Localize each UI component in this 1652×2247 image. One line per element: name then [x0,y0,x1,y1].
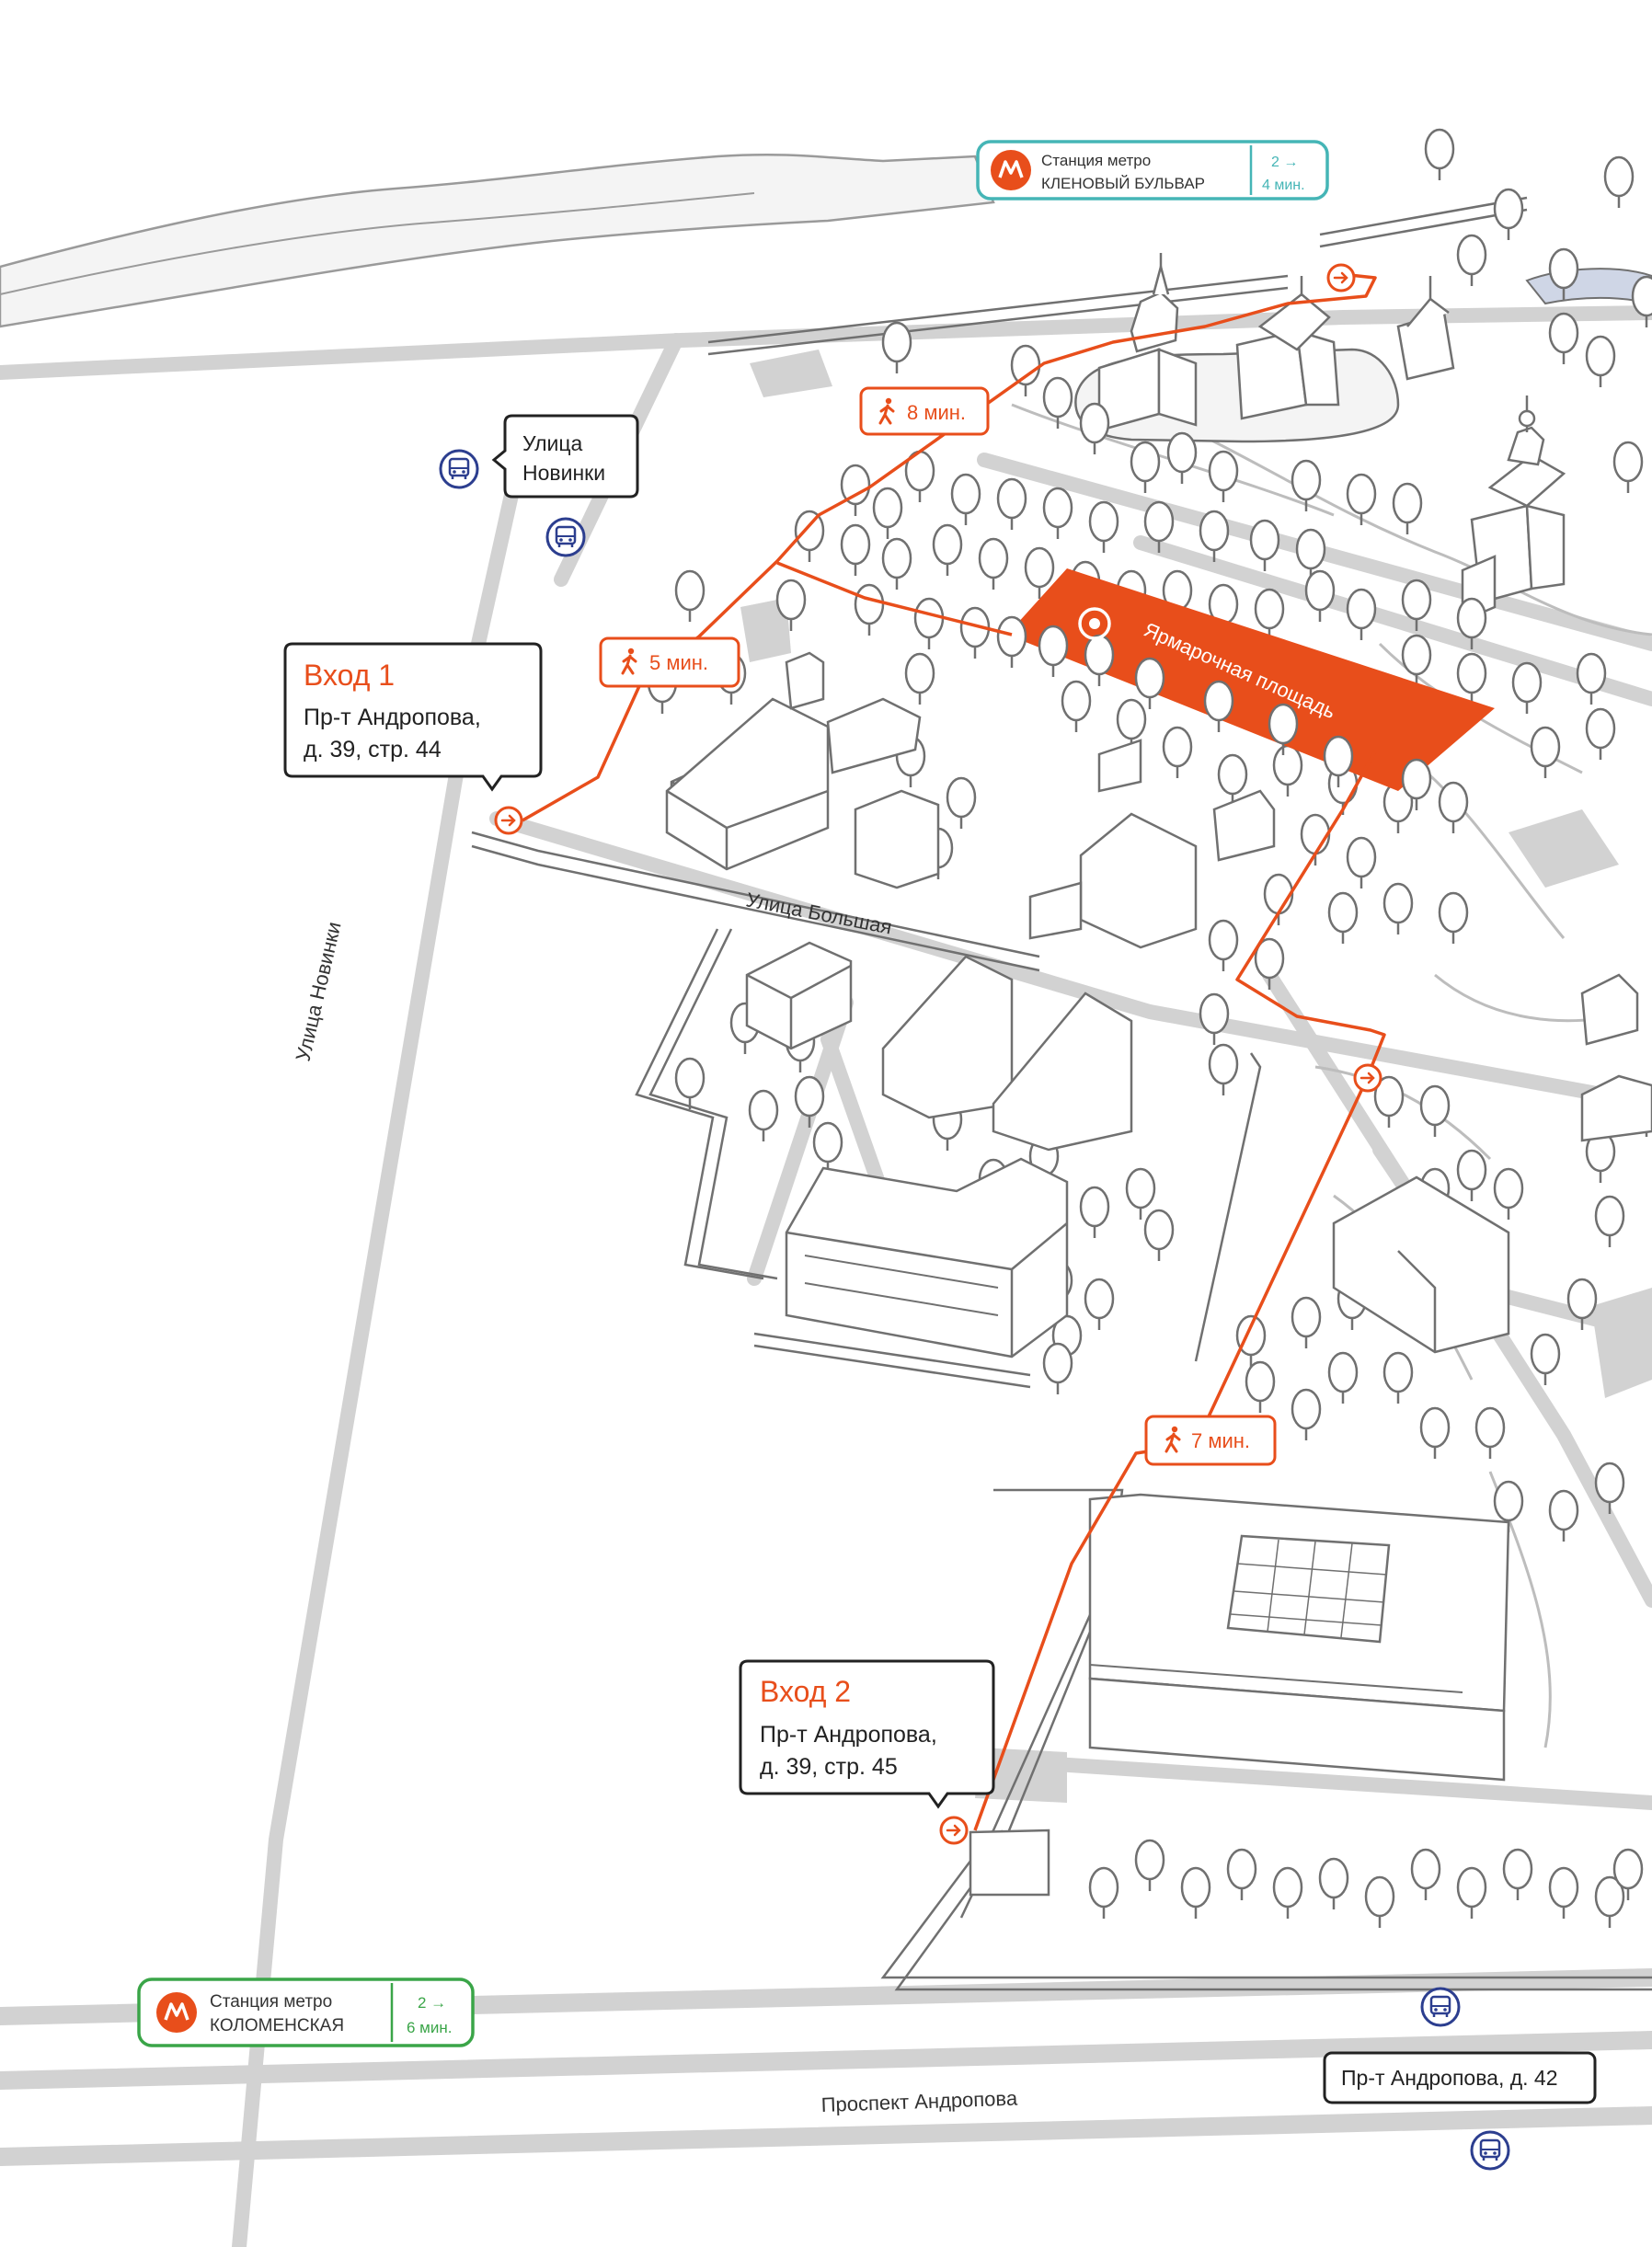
manor-building [785,1157,1069,1359]
bus-icon [1470,2130,1510,2171]
street-label-bolshaya: Улица Большая [744,888,894,938]
metro-klenovy-name: КЛЕНОВЫЙ БУЛЬВАР [1041,175,1205,192]
parking-3 [1509,809,1619,888]
walk-time-7: 7 мин. [1144,1415,1277,1466]
svg-text:7 мин.: 7 мин. [1191,1429,1250,1452]
walk-time-5: 5 мин. [599,636,740,688]
metro-klenovy-time: 4 мин. [1262,178,1305,193]
church-ensemble [1074,253,1455,443]
street-label-andropova: Проспект Андропова [820,2087,1018,2116]
metro-klenovy-label: Станция метро [1041,152,1151,169]
storage-building [745,941,853,1050]
building-house-2 [785,651,940,889]
fences [471,196,1652,1991]
road-andropova-2 [0,2031,1652,2090]
bus-stop-andropova-42[interactable]: Пр-т Андропова, д. 42 [1323,1987,1597,2171]
river-bank [0,192,755,295]
road-embankment [0,305,1652,380]
road-inner [1262,968,1652,1608]
entrance-2-address-2: д. 39, стр. 45 [760,1754,898,1780]
arrow-icon [939,1816,969,1845]
entrance-1-callout[interactable]: Вход 1 Пр-т Андропова, д. 39, стр. 44 [283,642,543,792]
entrance-1-title: Вход 1 [304,659,395,692]
metro-kolomenskaya-time: 6 мин. [407,2019,452,2036]
walk-time-8: 8 мин. [859,386,990,436]
metro-klenovy-bulvar[interactable]: Станция метро КЛЕНОВЫЙ БУЛЬВАР 2 → 4 мин… [976,140,1329,201]
exhibition-hall [1088,1493,1510,1782]
building-east [1332,1175,1510,1354]
metro-kolomenskaya[interactable]: Станция метро КОЛОМЕНСКАЯ 2 → 6 мин. [137,1978,475,2047]
entrance-2-callout[interactable]: Вход 2 Пр-т Андропова, д. 39, стр. 45 [739,1659,995,1809]
parking-5 [975,1748,1067,1803]
arrow-icon [494,806,523,835]
bus-stop-novinki[interactable]: Улица Новинки [439,414,639,557]
metro-icon [155,1990,199,2035]
wooden-church [1461,396,1566,623]
entrance-1-address-2: д. 39, стр. 44 [304,737,442,762]
entrance-1-address-1: Пр-т Андропова, [304,705,481,730]
metro-icon [989,148,1033,192]
building-house-3 [1028,739,1276,949]
bus-stop-andropova-42-label: Пр-т Андропова, д. 42 [1341,2066,1558,2090]
buildings [665,651,1652,1897]
metro-klenovy-line: 2 → [1271,155,1298,170]
bus-stop-novinki-line1: Улица [522,431,583,455]
river [0,154,995,328]
building-house-1 [665,697,830,871]
road-south [1004,1754,1652,1810]
road-bolshaya [489,811,1652,1111]
street-label-novinki: Улица Новинки [292,920,346,1063]
road-andropova-3 [0,2106,1652,2166]
bus-stop-novinki-line2: Новинки [522,461,605,485]
parking-4 [1591,1288,1652,1398]
bus-icon [545,517,586,557]
svg-text:5 мин.: 5 мин. [649,651,708,674]
arrow-icon [1353,1063,1382,1093]
metro-kolomenskaya-line: 2 → [418,1994,446,2012]
building-center [881,955,1133,1152]
parking-2 [740,598,791,662]
village-houses [1580,973,1652,1142]
fair-square-area [1007,568,1495,791]
target-icon [1078,607,1111,640]
metro-kolomenskaya-label: Станция метро [210,1992,332,2012]
road-park-2 [1133,535,1652,706]
entrance-2-title: Вход 2 [760,1675,851,1708]
svg-text:8 мин.: 8 мин. [907,401,966,424]
entrance-2-address-1: Пр-т Андропова, [760,1722,937,1748]
bus-icon [1420,1987,1461,2027]
bus-icon [439,449,479,489]
arrow-icon [1326,263,1356,292]
gatehouse [969,1829,1050,1897]
parking-1 [750,350,832,397]
metro-kolomenskaya-name: КОЛОМЕНСКАЯ [210,2016,344,2035]
